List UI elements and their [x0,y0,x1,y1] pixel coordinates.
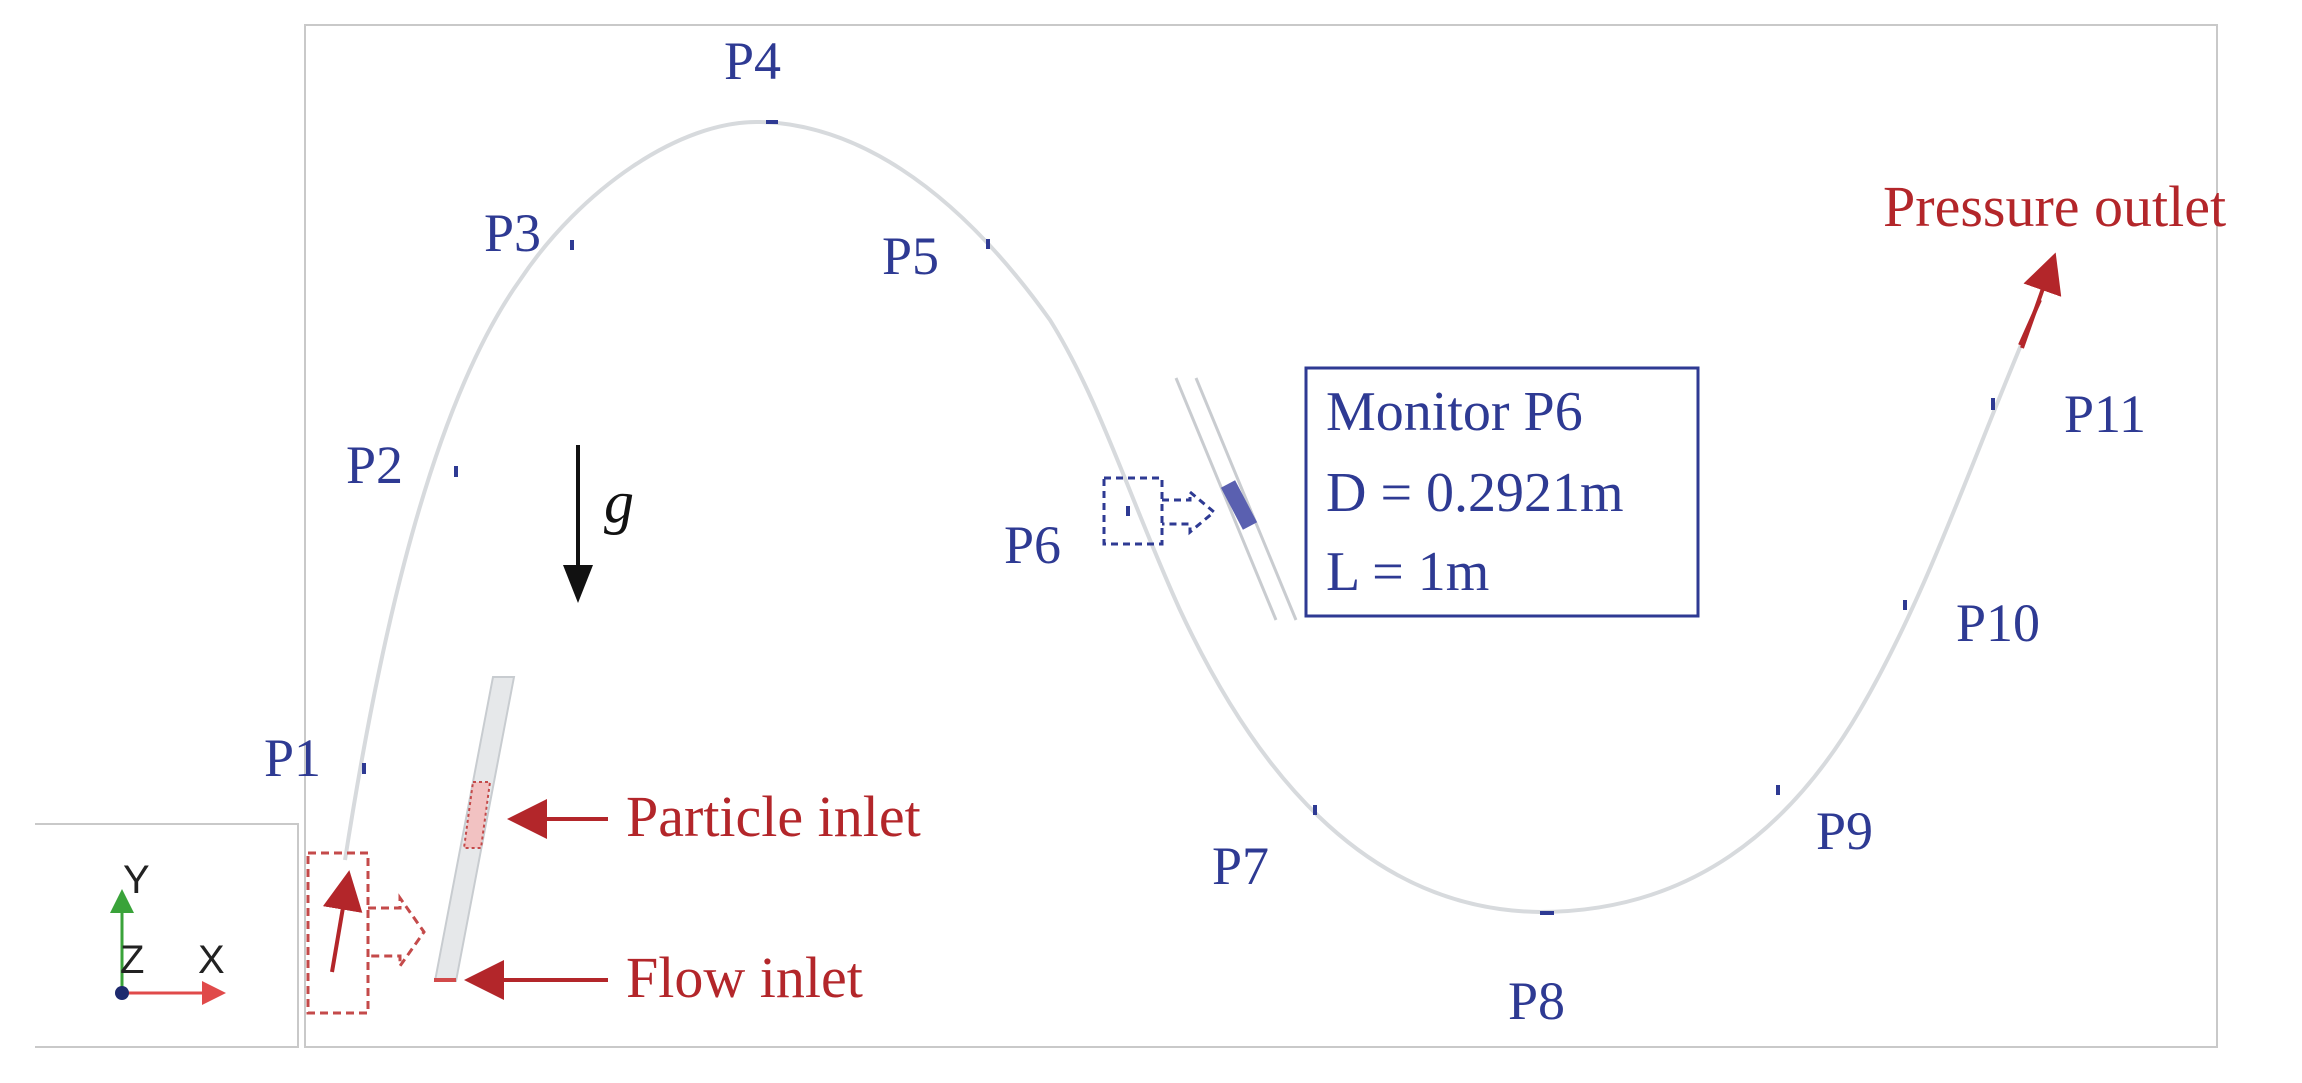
x-axis-label: X [198,938,225,982]
label-p7: P7 [1212,836,1269,896]
flow-inlet-label: Flow inlet [626,945,863,1010]
inlet-highlight-box [306,851,370,1015]
label-p4: P4 [724,31,781,91]
label-p9: P9 [1816,801,1873,861]
monitor-zoom-arrow [1162,488,1217,536]
y-axis-label: Y [123,858,150,902]
monitor-length: L = 1m [1326,541,1489,603]
marker-p2 [454,466,458,477]
marker-p1 [362,763,366,774]
monitor-pipe-wall-1 [1174,377,1278,621]
particle-inlet-zone [462,781,492,849]
monitor-detail [1102,377,1298,621]
label-p2: P2 [346,435,403,495]
triad-frame [35,823,299,1048]
label-p1: P1 [264,728,321,788]
marker-p8 [1540,911,1554,915]
marker-p3 [570,240,574,250]
inlet-zoom-arrow [368,893,426,971]
label-p11: P11 [2064,384,2146,444]
axes-triad: Y Z X [35,823,299,1048]
monitor-pipe-wall-2 [1194,377,1298,621]
marker-p11 [1991,398,1995,410]
marker-p10 [1903,600,1907,610]
gravity-label: g [604,469,634,535]
marker-p4 [766,120,778,124]
label-p10: P10 [1956,593,2040,653]
z-axis-dot [115,986,129,1000]
monitor-info-box [1304,366,1700,618]
particle-inlet-label: Particle inlet [626,784,921,849]
pressure-outlet-label: Pressure outlet [1883,174,2226,239]
marker-p9 [1776,785,1780,795]
label-p6: P6 [1004,515,1061,575]
gravity-arrowhead [563,565,593,603]
monitor-title: Monitor P6 [1326,381,1583,443]
monitor-highlight-box [1102,476,1164,546]
monitor-segment [1220,480,1258,530]
marker-p6 [1126,506,1130,516]
point-markers [362,120,1995,915]
pipeline-curve [343,119,2042,915]
gravity-indicator: g [563,445,634,603]
label-p5: P5 [882,226,939,286]
label-p3: P3 [484,203,541,263]
z-axis-label: Z [120,938,144,982]
diagram-frame [304,24,2218,1048]
inlet-arrow [322,870,363,973]
inlet-pipe-detail [306,676,516,1015]
pressure-outlet-arrow [2020,252,2062,349]
monitor-diameter: D = 0.2921m [1326,462,1624,524]
marker-p5 [986,239,990,249]
label-p8: P8 [1508,971,1565,1031]
marker-p7 [1313,805,1317,815]
